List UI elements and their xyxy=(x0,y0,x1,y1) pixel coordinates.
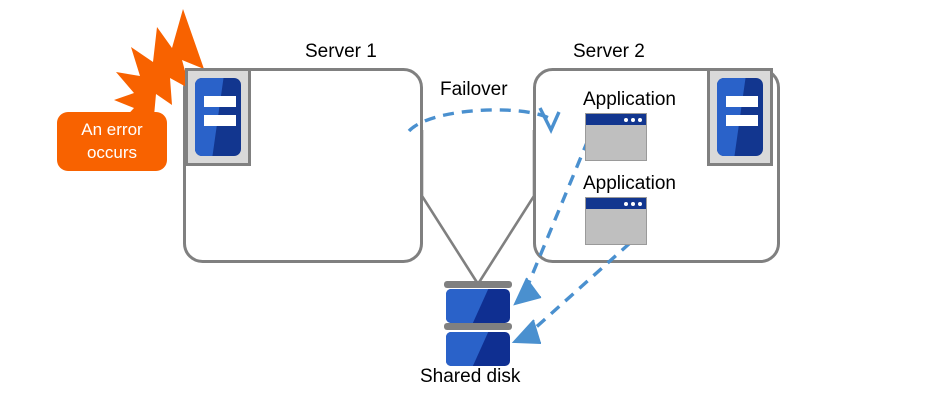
error-callout-line2: occurs xyxy=(86,142,138,162)
error-callout: An error occurs xyxy=(57,112,167,171)
server1-title: Server 1 xyxy=(305,41,377,62)
app-window-dot xyxy=(638,201,642,206)
server-icon-bar xyxy=(204,115,236,126)
server-icon-bar xyxy=(726,96,758,107)
error-callout-line1: An error xyxy=(81,120,143,140)
application-window-icon xyxy=(585,197,647,245)
app-window-titlebar xyxy=(586,114,646,125)
server1-to-disk-line xyxy=(420,130,480,285)
server2-to-disk-line xyxy=(476,130,536,285)
shared-disk-block xyxy=(446,332,510,366)
app-window-dot xyxy=(624,117,628,122)
shared-disk-block xyxy=(446,289,510,323)
failover-arrowhead xyxy=(538,107,561,134)
server2-title: Server 2 xyxy=(573,41,645,62)
app1-to-disk-arrowhead xyxy=(513,277,542,306)
server-icon-body xyxy=(195,78,241,156)
app-window-titlebar xyxy=(586,198,646,209)
app-window-dot xyxy=(631,201,635,206)
shared-disk-bar xyxy=(444,281,512,288)
app2-to-disk-arrowhead xyxy=(511,319,542,344)
server-icon xyxy=(707,68,773,166)
app2-to-disk-arrow xyxy=(522,241,632,340)
server-icon-bar xyxy=(726,115,758,126)
app-window-dot xyxy=(638,117,642,122)
error-burst-icon xyxy=(114,9,204,135)
failover-arrow xyxy=(407,108,550,133)
application-window-icon xyxy=(585,113,647,161)
app-window-dot xyxy=(624,201,628,206)
server-icon-bar xyxy=(204,96,236,107)
application2-label: Application xyxy=(583,173,676,194)
server-icon xyxy=(185,68,251,166)
failover-label: Failover xyxy=(440,79,508,100)
shared-disk-sheen xyxy=(446,332,489,366)
shared-disk-label: Shared disk xyxy=(420,366,521,387)
shared-disk-bar xyxy=(444,323,512,330)
app1-to-disk-arrow xyxy=(521,139,590,298)
application1-label: Application xyxy=(583,89,676,110)
server-icon-body xyxy=(717,78,763,156)
app-window-dot xyxy=(631,117,635,122)
shared-disk-sheen xyxy=(446,289,489,323)
